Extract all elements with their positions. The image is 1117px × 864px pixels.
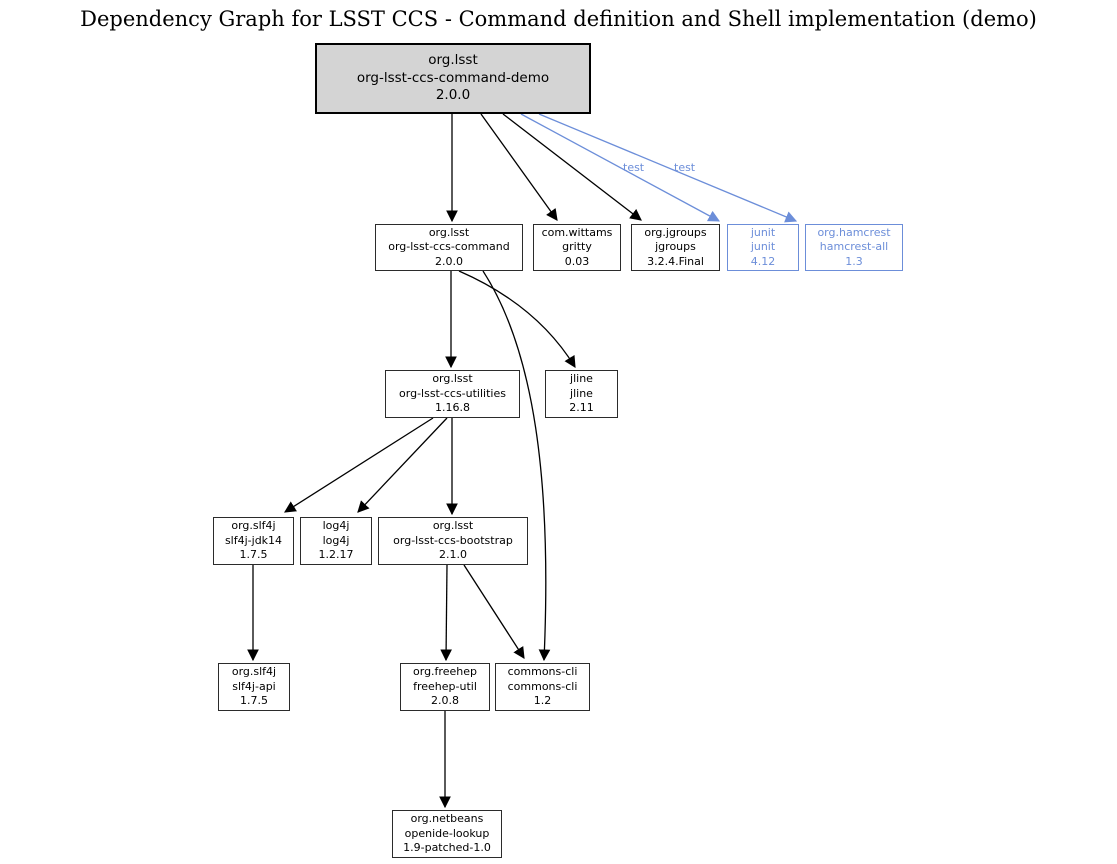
node-version: 2.11 bbox=[569, 401, 594, 415]
node-version: 2.0.0 bbox=[435, 87, 471, 104]
node-group: org.freehep bbox=[413, 665, 477, 679]
graph-title: Dependency Graph for LSST CCS - Command … bbox=[80, 7, 1037, 31]
node-org-lsst-ccs-command: org.lsst org-lsst-ccs-command 2.0.0 bbox=[375, 224, 523, 271]
node-version: 2.0.0 bbox=[435, 254, 463, 268]
node-group: org.jgroups bbox=[644, 225, 707, 239]
node-artifact: openide-lookup bbox=[404, 826, 490, 840]
node-log4j: log4j log4j 1.2.17 bbox=[300, 517, 372, 565]
node-version: 2.0.8 bbox=[431, 694, 459, 708]
node-group: org.netbeans bbox=[410, 812, 484, 826]
node-artifact: jline bbox=[570, 386, 593, 400]
node-group: org.slf4j bbox=[231, 665, 277, 679]
node-hamcrest-all: org.hamcrest hamcrest-all 1.3 bbox=[805, 224, 903, 271]
node-group: jline bbox=[570, 372, 593, 386]
node-version: 1.2 bbox=[533, 694, 552, 708]
node-artifact: jgroups bbox=[655, 240, 696, 254]
edge-demo-hamcrest-test bbox=[538, 113, 798, 223]
node-group: commons-cli bbox=[507, 665, 578, 679]
node-group: org.lsst bbox=[428, 52, 478, 69]
node-group: org.lsst bbox=[432, 519, 474, 533]
node-artifact: org-lsst-ccs-command-demo bbox=[356, 69, 550, 86]
node-jline: jline jline 2.11 bbox=[545, 370, 618, 418]
node-version: 1.7.5 bbox=[240, 694, 268, 708]
node-group: log4j bbox=[322, 519, 350, 533]
node-group: org.lsst bbox=[432, 372, 473, 386]
node-version: 1.9-patched-1.0 bbox=[403, 841, 491, 855]
node-artifact: log4j bbox=[322, 533, 350, 547]
edge-command-commons-cli bbox=[482, 270, 551, 662]
edge-demo-jgroups bbox=[502, 113, 642, 221]
node-group: com.wittams bbox=[541, 225, 613, 239]
node-group: junit bbox=[750, 225, 776, 239]
node-junit: junit junit 4.12 bbox=[727, 224, 799, 271]
edge-bootstrap-freehep bbox=[440, 564, 452, 662]
node-slf4j-jdk14: org.slf4j slf4j-jdk14 1.7.5 bbox=[213, 517, 294, 565]
edge-bootstrap-commons-cli bbox=[463, 564, 525, 659]
edge-label-test-junit: test bbox=[623, 161, 645, 174]
node-version: 2.1.0 bbox=[439, 548, 467, 562]
node-artifact: commons-cli bbox=[507, 679, 578, 693]
node-gritty: com.wittams gritty 0.03 bbox=[533, 224, 621, 271]
edge-label-test-hamcrest: test bbox=[674, 161, 696, 174]
edge-utilities-log4j bbox=[357, 417, 448, 513]
node-slf4j-api: org.slf4j slf4j-api 1.7.5 bbox=[218, 663, 290, 711]
node-artifact: freehep-util bbox=[413, 679, 477, 693]
node-version: 0.03 bbox=[564, 254, 590, 268]
node-org-lsst-ccs-command-demo: org.lsst org-lsst-ccs-command-demo 2.0.0 bbox=[315, 43, 591, 114]
node-artifact: org-lsst-ccs-utilities bbox=[399, 386, 506, 400]
node-jgroups: org.jgroups jgroups 3.2.4.Final bbox=[631, 224, 720, 271]
node-group: org.slf4j bbox=[231, 519, 276, 533]
node-artifact: hamcrest-all bbox=[819, 240, 889, 254]
node-commons-cli: commons-cli commons-cli 1.2 bbox=[495, 663, 590, 711]
edge-demo-gritty bbox=[480, 113, 558, 221]
node-artifact: slf4j-api bbox=[232, 679, 276, 693]
edge-command-jline bbox=[458, 270, 576, 368]
node-openide-lookup: org.netbeans openide-lookup 1.9-patched-… bbox=[392, 810, 502, 858]
node-freehep-util: org.freehep freehep-util 2.0.8 bbox=[400, 663, 490, 711]
node-org-lsst-ccs-utilities: org.lsst org-lsst-ccs-utilities 1.16.8 bbox=[385, 370, 520, 418]
node-version: 1.2.17 bbox=[318, 548, 354, 562]
node-version: 3.2.4.Final bbox=[647, 254, 704, 268]
node-artifact: gritty bbox=[562, 240, 592, 254]
node-group: org.lsst bbox=[428, 225, 470, 239]
edge-utilities-slf4j-jdk14 bbox=[284, 417, 434, 513]
node-version: 1.16.8 bbox=[435, 401, 470, 415]
node-version: 1.7.5 bbox=[239, 548, 268, 562]
node-version: 1.3 bbox=[845, 254, 863, 268]
node-artifact: junit bbox=[750, 240, 776, 254]
edge-demo-junit-test bbox=[520, 113, 721, 222]
node-version: 4.12 bbox=[750, 254, 776, 268]
node-artifact: org-lsst-ccs-command bbox=[388, 240, 510, 254]
node-artifact: org-lsst-ccs-bootstrap bbox=[393, 533, 513, 547]
node-org-lsst-ccs-bootstrap: org.lsst org-lsst-ccs-bootstrap 2.1.0 bbox=[378, 517, 528, 565]
node-artifact: slf4j-jdk14 bbox=[224, 533, 283, 547]
node-group: org.hamcrest bbox=[817, 225, 891, 239]
